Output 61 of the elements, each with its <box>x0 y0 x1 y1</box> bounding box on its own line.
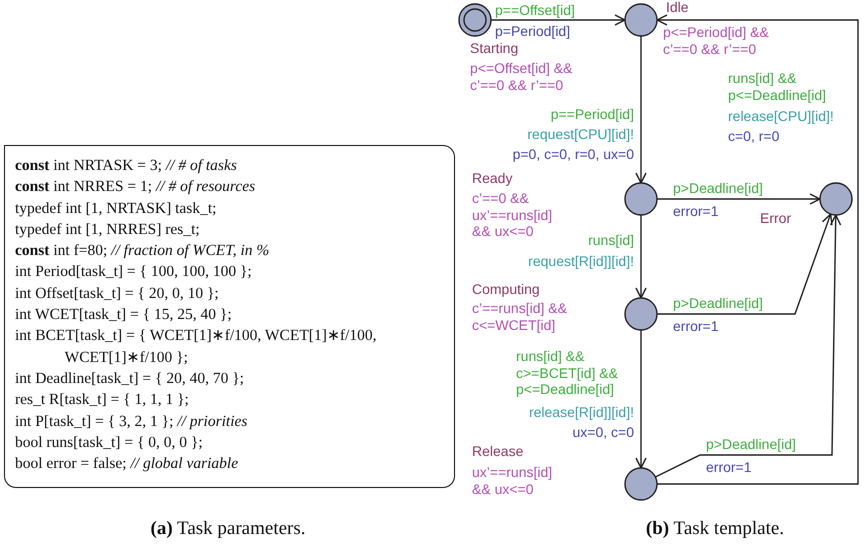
state-name: Release <box>472 443 524 460</box>
transition-arrow <box>635 215 647 299</box>
caption: (a) Task parameters. <box>150 518 306 540</box>
sync-label: release[CPU][id]! <box>728 108 834 124</box>
state-name: Error <box>760 210 792 226</box>
state-name: Ready <box>472 170 512 186</box>
code-panel <box>4 145 455 488</box>
update-label: p=Period[id] <box>495 23 570 40</box>
transition-arrow <box>635 330 647 469</box>
update-label: error=1 <box>706 459 752 476</box>
code-line: int Period[task_t] = { 100, 100, 100 }; <box>15 262 253 282</box>
code-line: typedef int [1, NRTASK] task_t; <box>15 198 218 219</box>
invariant-label: p<=Period[id] && c’==0 && r’==0 <box>663 24 770 57</box>
code-line: int WCET[task_t] = { 15, 25, 40 }; <box>15 305 233 326</box>
state-circle <box>624 182 658 216</box>
code-line: const int NRTASK = 3; // # of tasks <box>15 156 238 176</box>
code-line: typedef int [1, NRRES] res_t; <box>15 220 201 240</box>
sync-label: request[CPU][id]! <box>527 126 634 142</box>
code-line: int BCET[task_t] = { WCET[1]∗f/100, WCET[1]∗f/100, WCET[1]∗f/100 }; <box>15 326 378 368</box>
update-label: error=1 <box>673 203 719 220</box>
update-label: ux=0, c=0 <box>572 424 634 440</box>
transition-arrow <box>656 14 859 485</box>
transition-arrow <box>657 213 833 315</box>
invariant-label: p<=Offset[id] && c’==0 && r’==0 <box>470 60 574 93</box>
code-line: bool runs[task_t] = { 0, 0, 0 }; <box>15 432 204 453</box>
guard-label: runs[id] && c>=BCET[id] && p<=Deadline[id] <box>516 348 619 398</box>
code-line: const int NRRES = 1; // # of resources <box>15 177 256 198</box>
guard-label: p>Deadline[id] <box>673 180 763 196</box>
update-label: error=1 <box>673 318 719 334</box>
code-line: int Deadline[task_t] = { 20, 40, 70 }; <box>15 368 245 389</box>
state-circle <box>819 182 853 216</box>
guard-label: p>Deadline[id] <box>673 295 763 312</box>
update-label: c=0, r=0 <box>728 128 780 144</box>
update-label: p=0, c=0, r=0, ux=0 <box>512 146 634 162</box>
invariant-label: c’==0 && ux’==runs[id] && ux<=0 <box>472 190 554 240</box>
sync-label: request[R[id]][id]! <box>528 253 634 270</box>
guard-label: runs[id] <box>588 232 634 248</box>
guard-label: p==Offset[id] <box>495 2 575 18</box>
sync-label: release[R[id]][id]! <box>528 404 634 420</box>
state-name: Computing <box>472 281 540 298</box>
guard-label: p>Deadline[id] <box>706 436 796 452</box>
state-circle <box>624 467 658 501</box>
code-line: const int f=80; // fraction of WCET, in % <box>15 241 270 262</box>
code-line: int Offset[task_t] = { 20, 0, 10 }; <box>15 284 220 304</box>
transition-arrow <box>655 214 842 478</box>
state-name: Idle <box>666 0 689 16</box>
code-line: bool error = false; // global variable <box>15 454 240 474</box>
invariant-label: c’==runs[id] && c<=WCET[id] <box>472 300 568 333</box>
transition-arrow <box>657 193 821 205</box>
state-circle <box>624 3 658 37</box>
transition-arrow <box>635 36 647 184</box>
state-circle <box>624 297 658 331</box>
code-line: res_t R[task_t] = { 1, 1, 1 }; <box>15 390 190 410</box>
transition-arrow <box>491 14 626 26</box>
caption: (b) Task template. <box>646 518 784 540</box>
initial-state-circle <box>458 3 492 37</box>
guard-label: runs[id] && p<=Deadline[id] <box>728 70 828 103</box>
guard-label: p==Period[id] <box>550 106 634 122</box>
state-name: Starting <box>470 40 518 56</box>
code-line: int P[task_t] = { 3, 2, 1 }; // priorities <box>15 412 248 432</box>
invariant-label: ux’==runs[id] && ux<=0 <box>472 464 554 497</box>
